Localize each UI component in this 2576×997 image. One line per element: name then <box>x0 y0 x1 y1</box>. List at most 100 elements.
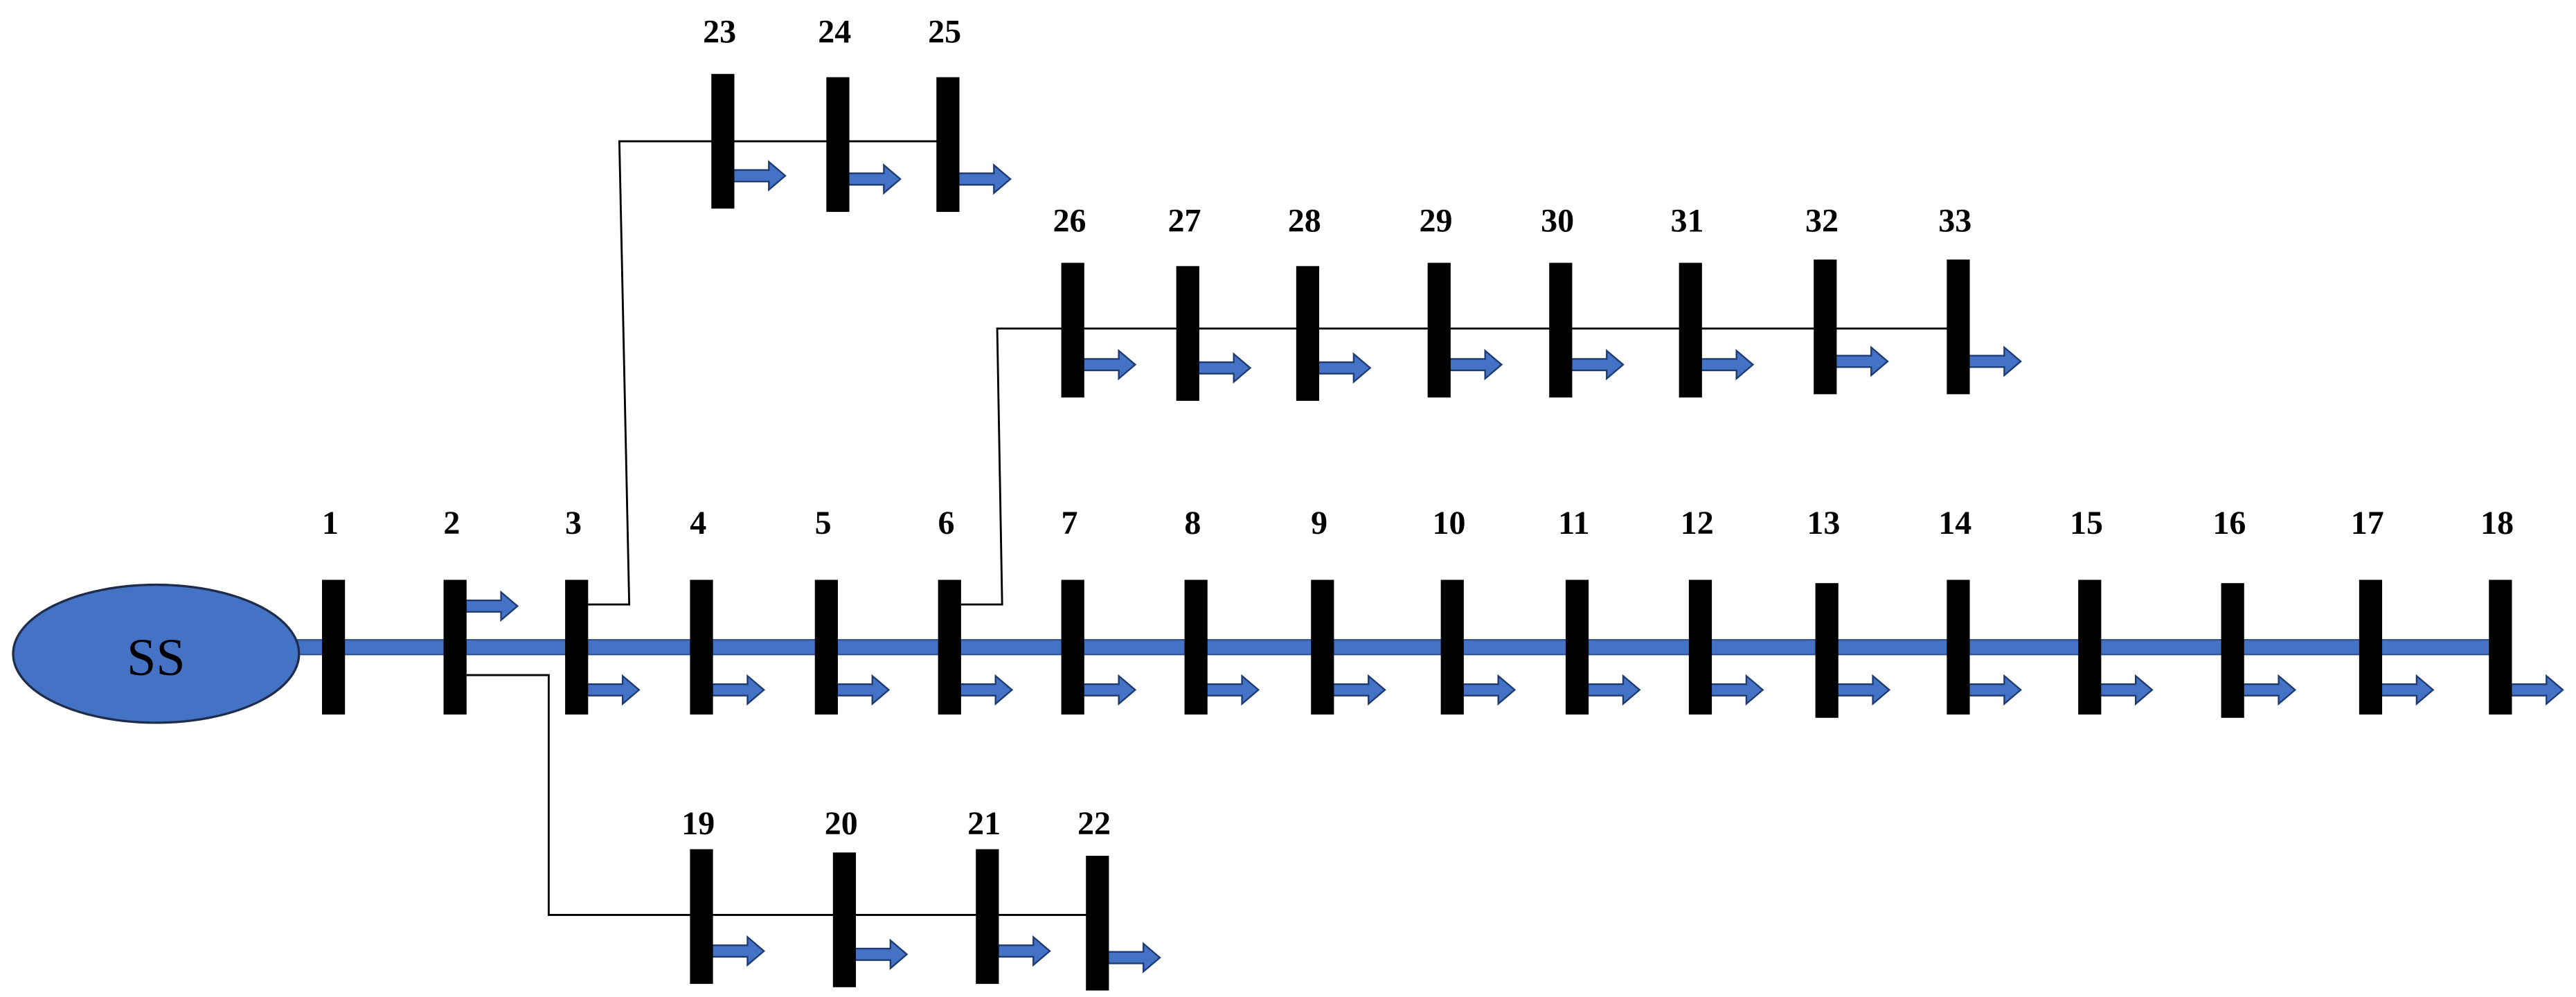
load-arrow-bus-4 <box>707 674 766 706</box>
load-arrow-bus-15 <box>2095 674 2154 706</box>
load-arrow-bus-10 <box>1458 674 1517 706</box>
bus-label-3: 3 <box>565 505 582 541</box>
bus-bar-7 <box>1061 580 1084 715</box>
bus-label-29: 29 <box>1420 203 1453 240</box>
bus-bar-18 <box>2489 580 2512 715</box>
bus-label-10: 10 <box>1433 505 1466 541</box>
bus-label-1: 1 <box>322 505 339 541</box>
bus-label-26: 26 <box>1053 203 1086 240</box>
bus-bar-14 <box>1947 580 1970 715</box>
lateral-branch-line-6 <box>960 327 1951 606</box>
bus-label-14: 14 <box>1938 505 1971 541</box>
load-arrow-bus-6 <box>955 674 1014 706</box>
bus-bar-29 <box>1427 262 1451 398</box>
bus-bar-24 <box>826 77 850 213</box>
bus-label-16: 16 <box>2212 505 2246 541</box>
bus-label-21: 21 <box>967 805 1001 842</box>
bus-label-15: 15 <box>2070 505 2103 541</box>
bus-bar-20 <box>832 852 857 987</box>
bus-label-23: 23 <box>703 14 736 51</box>
bus-bar-2 <box>443 580 467 715</box>
load-arrow-bus-32 <box>1831 345 1889 377</box>
bus-bar-33 <box>1947 259 1970 395</box>
load-arrow-bus-33 <box>1964 345 2022 377</box>
bus-bar-16 <box>2221 583 2244 718</box>
bus-bar-13 <box>1815 583 1839 718</box>
bus-label-31: 31 <box>1671 203 1704 240</box>
bus-label-5: 5 <box>815 505 832 541</box>
bus-label-20: 20 <box>825 805 858 842</box>
load-arrow-bus-30 <box>1566 348 1625 381</box>
bus-label-17: 17 <box>2351 505 2384 541</box>
bus-label-8: 8 <box>1184 505 1201 541</box>
bus-label-7: 7 <box>1061 505 1077 541</box>
main-feeder-line <box>296 639 2501 656</box>
bus-bar-12 <box>1688 580 1712 715</box>
bus-label-2: 2 <box>443 505 460 541</box>
bus-label-11: 11 <box>1558 505 1589 541</box>
load-arrow-bus-21 <box>993 935 1051 967</box>
bus-bar-25 <box>936 77 960 213</box>
load-arrow-bus-18 <box>2506 674 2564 706</box>
load-arrow-bus-13 <box>1832 674 1891 706</box>
bus-label-19: 19 <box>681 805 715 842</box>
bus-bar-31 <box>1679 262 1702 398</box>
bus-bar-21 <box>976 849 999 985</box>
load-arrow-bus-5 <box>832 674 891 706</box>
bus-bar-11 <box>1565 580 1589 715</box>
load-arrow-bus-27 <box>1193 352 1252 384</box>
bus-bar-26 <box>1061 262 1084 398</box>
load-arrow-bus-19 <box>707 935 766 967</box>
bus-bar-15 <box>2078 580 2102 715</box>
bus-label-22: 22 <box>1077 805 1111 842</box>
bus-label-32: 32 <box>1805 203 1839 240</box>
load-arrow-bus-3 <box>582 674 641 706</box>
bus-label-4: 4 <box>690 505 706 541</box>
load-arrow-bus-23 <box>728 160 787 192</box>
bus-label-13: 13 <box>1807 505 1840 541</box>
bus-bar-23 <box>711 73 735 209</box>
load-arrow-bus-25 <box>954 163 1012 195</box>
load-arrow-bus-7 <box>1078 674 1137 706</box>
substation-node <box>12 583 301 724</box>
bus-bar-6 <box>938 580 961 715</box>
load-arrow-bus-9 <box>1328 674 1386 706</box>
bus-bar-27 <box>1176 266 1199 401</box>
bus-label-25: 25 <box>928 14 961 51</box>
load-arrow-bus-11 <box>1582 674 1641 706</box>
load-arrow-bus-22 <box>1103 942 1161 973</box>
bus-label-9: 9 <box>1311 505 1327 541</box>
bus-bar-32 <box>1814 259 1837 395</box>
bus-bar-5 <box>814 580 838 715</box>
bus-label-30: 30 <box>1541 203 1574 240</box>
bus-bars-layer <box>322 73 2512 991</box>
bus-label-33: 33 <box>1938 203 1971 240</box>
bus-label-24: 24 <box>818 14 851 51</box>
lateral-branch-line-3 <box>588 140 942 606</box>
load-arrow-bus-17 <box>2376 674 2435 706</box>
main-feeder-layer <box>296 639 2501 656</box>
bus-label-27: 27 <box>1168 203 1201 240</box>
bus-bar-3 <box>565 580 589 715</box>
bus-bar-19 <box>690 849 713 985</box>
load-arrow-bus-26 <box>1078 348 1137 381</box>
bus-label-12: 12 <box>1681 505 1714 541</box>
bus-bar-9 <box>1311 580 1334 715</box>
branch-lines-layer <box>466 140 1951 916</box>
lateral-branch-line-2 <box>466 674 1088 916</box>
load-arrow-bus-12 <box>1706 674 1764 706</box>
substation-label: SS <box>127 629 186 687</box>
bus-bar-4 <box>690 580 713 715</box>
bus-bar-1 <box>322 580 346 715</box>
load-arrow-bus-31 <box>1696 348 1755 381</box>
load-arrow-bus-28 <box>1313 352 1372 384</box>
load-arrow-bus-2 <box>460 590 519 622</box>
bus-bar-8 <box>1184 580 1208 715</box>
bus-label-28: 28 <box>1288 203 1321 240</box>
bus-label-18: 18 <box>2480 505 2514 541</box>
bus-bar-30 <box>1549 262 1573 398</box>
load-arrow-bus-14 <box>1964 674 2022 706</box>
bus-bar-10 <box>1440 580 1464 715</box>
load-arrows-layer <box>460 160 2564 973</box>
